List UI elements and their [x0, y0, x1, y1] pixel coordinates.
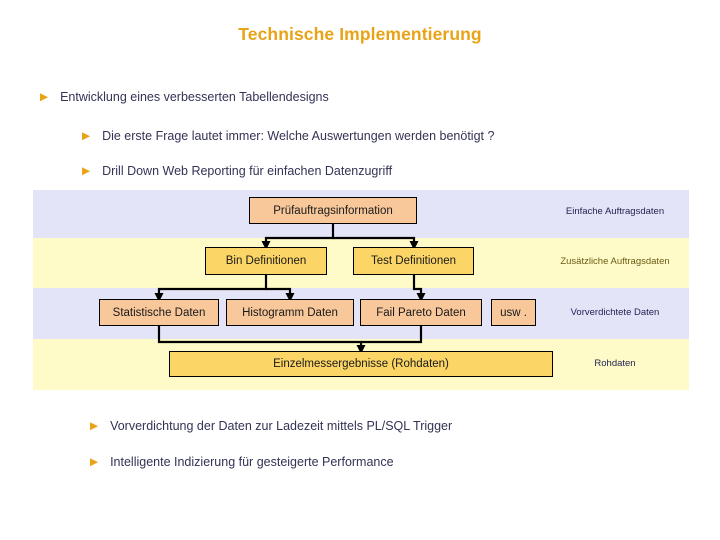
node-usw[interactable]: usw . [491, 299, 536, 326]
bullet-text: Vorverdichtung der Daten zur Ladezeit mi… [110, 419, 453, 433]
band-label-einfache-auftragsdaten: Einfache Auftragsdaten [565, 206, 665, 217]
bullet-item-indizierung: ▶ Intelligente Indizierung für gesteiger… [90, 455, 394, 469]
bullet-marker-icon: ▶ [90, 456, 99, 468]
node-label: Histogramm Daten [242, 306, 338, 319]
node-statistische-daten[interactable]: Statistische Daten [99, 299, 219, 326]
bullet-marker-icon: ▶ [90, 420, 99, 432]
node-label: usw . [500, 306, 527, 319]
node-test-definitionen[interactable]: Test Definitionen [353, 247, 474, 275]
bullet-item-development: ▶ Entwicklung eines verbesserten Tabelle… [40, 90, 329, 104]
page-title: Technische Implementierung [238, 24, 482, 44]
band-label-zusaetzliche-auftragsdaten: Zusätzliche Auftragsdaten [560, 256, 670, 267]
bullet-item-first-question: ▶ Die erste Frage lautet immer: Welche A… [82, 129, 494, 143]
node-label: Bin Definitionen [225, 255, 307, 267]
node-pruefauftragsinformation[interactable]: Prüfauftragsinformation [249, 197, 417, 224]
band-label-rohdaten: Rohdaten [594, 358, 636, 369]
data-model-diagram: Prüfauftragsinformation Bin Definitionen… [33, 190, 689, 390]
node-histogramm-daten[interactable]: Histogramm Daten [226, 299, 354, 326]
node-einzelmessergebnisse[interactable]: Einzelmessergebnisse (Rohdaten) [169, 351, 553, 377]
bullet-item-vorverdichtung: ▶ Vorverdichtung der Daten zur Ladezeit … [90, 419, 452, 433]
node-label: Statistische Daten [112, 306, 206, 319]
node-label: Fail Pareto Daten [376, 306, 466, 319]
bullet-marker-icon: ▶ [82, 130, 91, 142]
node-label: Prüfauftragsinformation [273, 204, 393, 217]
bullet-marker-icon: ▶ [40, 91, 49, 103]
bullet-item-drill-down: ▶ Drill Down Web Reporting für einfachen… [82, 164, 392, 178]
bullet-text: Die erste Frage lautet immer: Welche Aus… [102, 129, 495, 143]
bullet-text: Drill Down Web Reporting für einfachen D… [102, 164, 393, 178]
node-bin-definitionen[interactable]: Bin Definitionen [205, 247, 327, 275]
band-label-vorverdichtete-daten: Vorverdichtete Daten [570, 307, 660, 318]
node-label: Test Definitionen [370, 255, 457, 267]
bullet-text: Intelligente Indizierung für gesteigerte… [110, 455, 394, 469]
bullet-text: Entwicklung eines verbesserten Tabellend… [60, 90, 329, 104]
node-fail-pareto-daten[interactable]: Fail Pareto Daten [360, 299, 482, 326]
node-label: Einzelmessergebnisse (Rohdaten) [273, 358, 449, 370]
bullet-marker-icon: ▶ [82, 165, 91, 177]
